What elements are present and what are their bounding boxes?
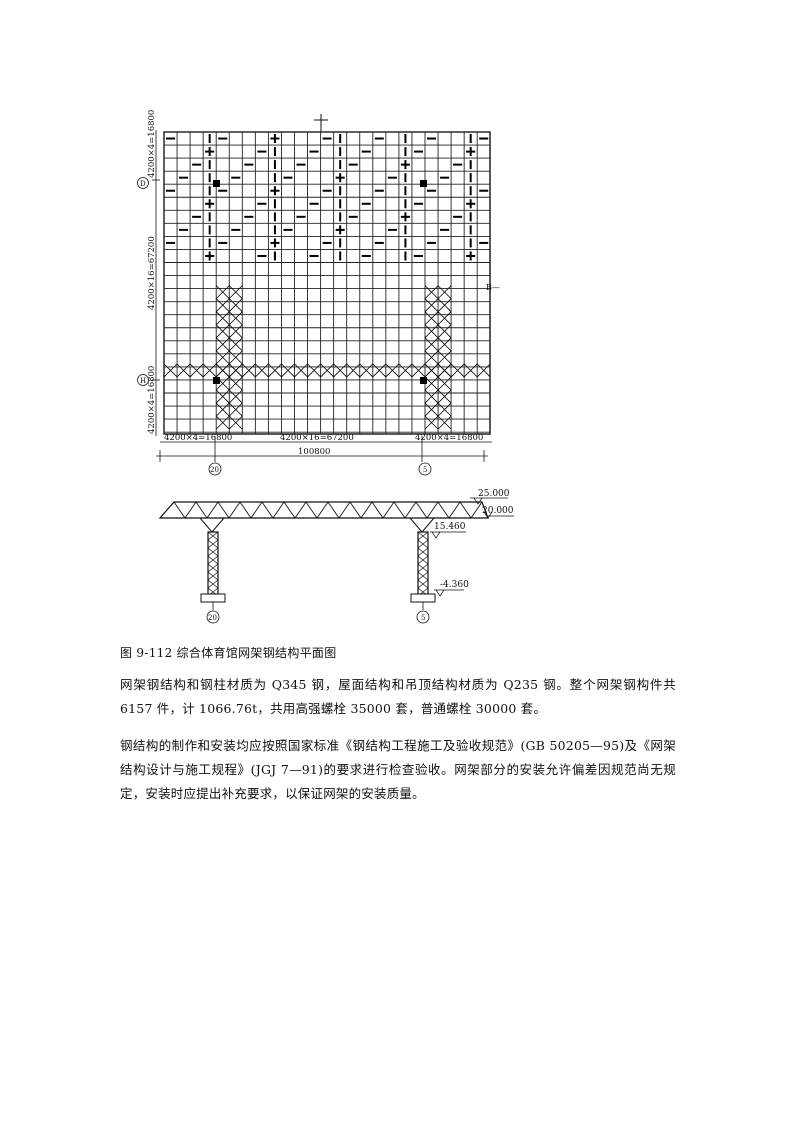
figure-caption: 图 9-112 综合体育馆网架钢结构平面图: [120, 646, 337, 660]
dim-bottom-vertical: 4200×4=16800: [147, 366, 157, 434]
elev-bottom: -4.360: [440, 580, 469, 590]
structure-figure: B— 4200×4=16800 4200×16=67200 4200×4=168…: [130, 100, 530, 640]
elev-mid: 20.000: [482, 506, 514, 516]
column-marker: [213, 377, 220, 384]
dim-left-horizontal: 4200×4=16800: [164, 433, 232, 443]
plan-view: B— 4200×4=16800 4200×16=67200 4200×4=168…: [137, 110, 500, 476]
section-mark: B—: [486, 283, 500, 292]
paragraph-materials: 网架钢结构和钢柱材质为 Q345 钢，屋面结构和吊顶结构材质为 Q235 钢。整…: [120, 677, 676, 716]
dim-top-vertical: 4200×4=16800: [147, 110, 157, 178]
column-marker: [420, 180, 427, 187]
axis-label-d: D: [140, 180, 146, 188]
column-marker: [213, 180, 220, 187]
section-axis-20: 20: [208, 614, 217, 622]
dim-total: 100800: [298, 447, 330, 457]
dim-middle-vertical: 4200×16=67200: [147, 236, 157, 310]
axis-label-20: 20: [210, 466, 219, 474]
dim-right-horizontal: 4200×4=16800: [415, 433, 483, 443]
axis-label-h: H: [140, 377, 146, 385]
section-axis-5: 5: [421, 614, 425, 622]
elev-col: 15.460: [434, 522, 466, 532]
paragraph-standards: 钢结构的制作和安装均应按照国家标准《钢结构工程施工及验收规范》(GB 50205…: [120, 738, 676, 801]
dim-center-horizontal: 4200×16=67200: [280, 433, 354, 443]
column-marker: [420, 377, 427, 384]
axis-label-5: 5: [423, 466, 427, 474]
section-view: 20 5 25.000 20.000 15.460 -4.360: [158, 489, 514, 624]
elev-top: 25.000: [478, 489, 510, 499]
